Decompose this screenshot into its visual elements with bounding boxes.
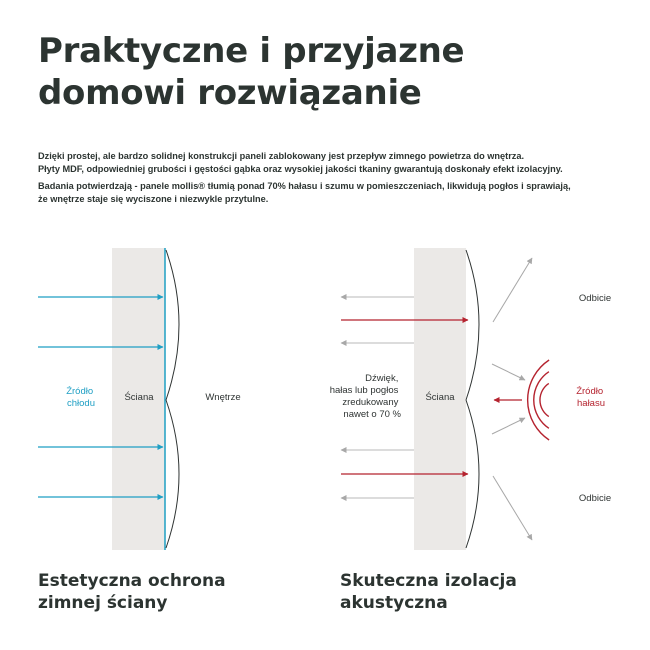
reflection-arrow-bottom-2 bbox=[492, 475, 533, 541]
reduction-note-line4: nawet o 70 % bbox=[343, 409, 401, 420]
noise-wave-2 bbox=[533, 371, 550, 429]
cold-source-line2: chłodu bbox=[67, 398, 95, 409]
noise-source-line1: Źródło bbox=[576, 386, 603, 397]
left-caption-line2: zimnej ściany bbox=[38, 593, 168, 613]
description-p2-line1: Badania potwierdzają - panele mollis® tł… bbox=[38, 181, 571, 191]
left-caption-line1: Estetyczna ochrona bbox=[38, 571, 226, 591]
description-p1-line1: Dzięki prostej, ale bardzo solidnej kons… bbox=[38, 151, 525, 161]
noise-source-label: Źródło hałasu bbox=[576, 386, 606, 409]
cold-source-label: Źródło chłodu bbox=[66, 386, 96, 409]
reduction-note-line2: hałas lub pogłos bbox=[330, 385, 399, 396]
description-p1-line2: Płyty MDF, odpowiedniej grubości i gęsto… bbox=[38, 164, 563, 174]
left-wall bbox=[112, 248, 165, 550]
interior-label: Wnętrze bbox=[205, 392, 240, 403]
description-paragraph-1: Dzięki prostej, ale bardzo solidnej kons… bbox=[38, 150, 628, 176]
cold-source-line1: Źródło bbox=[66, 386, 93, 397]
page-title-line1: Praktyczne i przyjazne bbox=[38, 31, 465, 71]
right-panel-upper bbox=[465, 249, 480, 401]
noise-wave-1 bbox=[539, 382, 550, 418]
left-panel-lower bbox=[165, 399, 180, 549]
right-caption: Skuteczna izolacja akustyczna bbox=[340, 570, 517, 614]
left-wall-label: Ściana bbox=[124, 391, 154, 403]
right-caption-line2: akustyczna bbox=[340, 593, 448, 613]
noise-source-waves bbox=[527, 359, 550, 441]
reflection-arrow-top-1 bbox=[492, 257, 533, 323]
noise-source-line2: hałasu bbox=[577, 398, 605, 409]
page-title-line2: domowi rozwiązanie bbox=[38, 73, 422, 113]
description: Dzięki prostej, ale bardzo solidnej kons… bbox=[38, 150, 628, 210]
left-diagram: Źródło chłodu Ściana Wnętrze bbox=[38, 248, 241, 550]
page-title: Praktyczne i przyjazne domowi rozwiązani… bbox=[38, 30, 618, 114]
right-wall-label: Ściana bbox=[425, 391, 455, 403]
reduction-note-line1: Dźwięk, bbox=[365, 373, 398, 384]
noise-wave-3 bbox=[527, 359, 550, 441]
right-panel-lower bbox=[465, 399, 480, 549]
left-caption: Estetyczna ochrona zimnej ściany bbox=[38, 570, 226, 614]
right-caption-line1: Skuteczna izolacja bbox=[340, 571, 517, 591]
reduction-note-line3: zredukowany bbox=[342, 397, 398, 408]
right-wall bbox=[414, 248, 466, 550]
reflection-arrow-top-2 bbox=[491, 363, 526, 381]
reflection-label-bottom: Odbicie bbox=[579, 493, 611, 504]
description-paragraph-2: Badania potwierdzają - panele mollis® tł… bbox=[38, 180, 628, 206]
right-diagram: Dźwięk, hałas lub pogłos zredukowany naw… bbox=[330, 248, 611, 550]
left-panel-upper bbox=[165, 249, 180, 401]
reflection-arrow-bottom-1 bbox=[491, 417, 526, 435]
description-p2-line2: że wnętrze staje się wyciszone i niezwyk… bbox=[38, 194, 269, 204]
reflection-label-top: Odbicie bbox=[579, 293, 611, 304]
reduction-note: Dźwięk, hałas lub pogłos zredukowany naw… bbox=[330, 373, 402, 420]
